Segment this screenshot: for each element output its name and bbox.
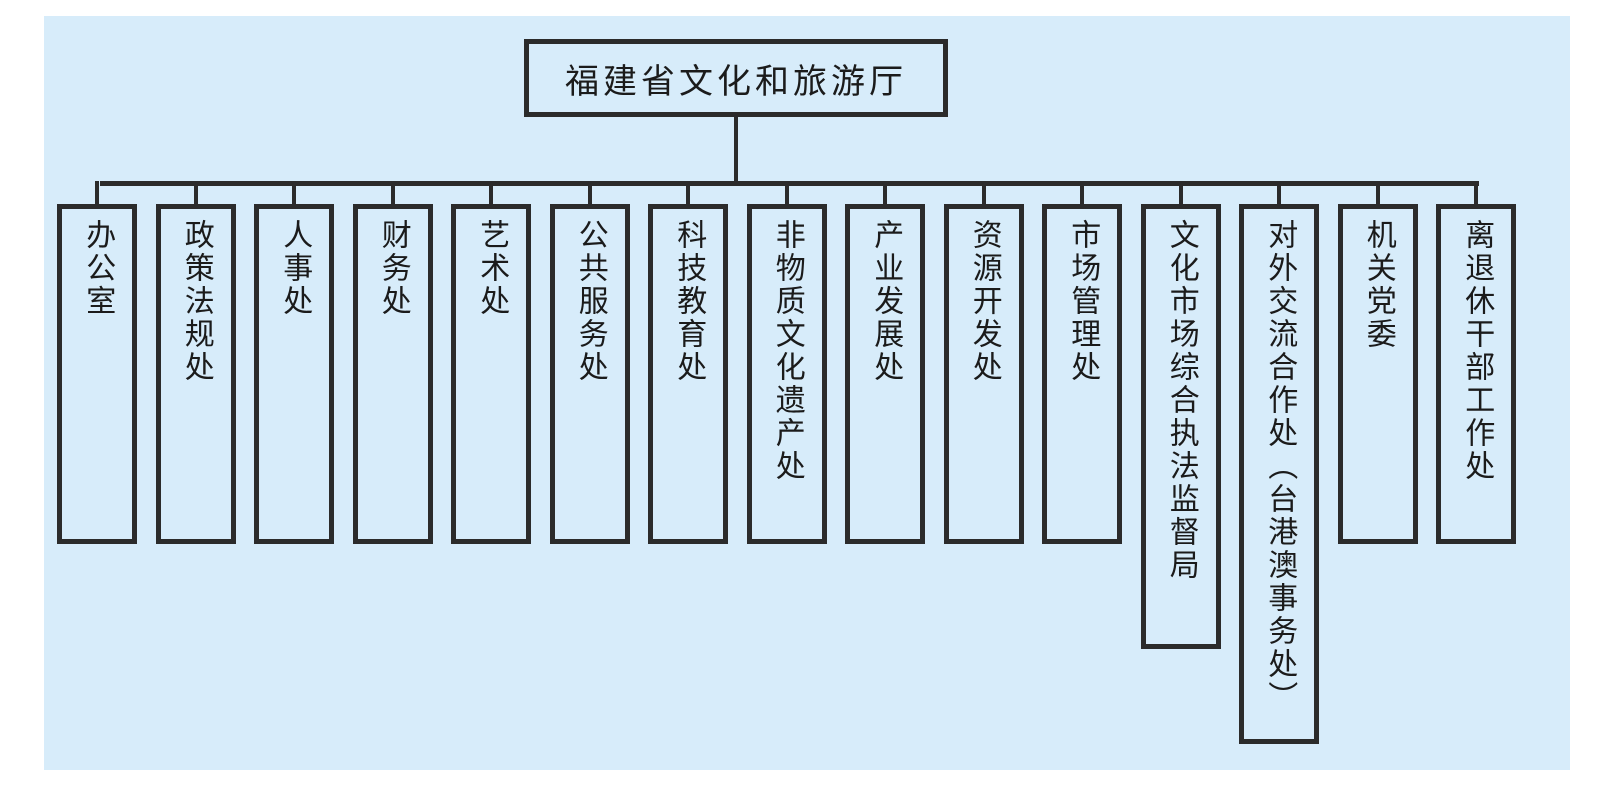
- child-node-6[interactable]: 公共服务处: [549, 204, 630, 544]
- drop-connector: [1375, 181, 1380, 206]
- child-node-label: 市场管理处: [1065, 219, 1101, 384]
- child-node-3[interactable]: 人事处: [254, 204, 334, 544]
- child-node-label: 政策法规处: [178, 219, 214, 384]
- root-node-department[interactable]: 福建省文化和旅游厅: [524, 39, 948, 117]
- drop-connector: [1277, 181, 1281, 206]
- child-node-label: 对外交流合作处（台港澳事务处）: [1262, 219, 1298, 714]
- drop-connector: [95, 181, 99, 206]
- drop-connector: [1178, 181, 1183, 206]
- child-node-label: 艺术处: [474, 219, 510, 318]
- drop-connector: [587, 181, 592, 206]
- child-node-13[interactable]: 对外交流合作处（台港澳事务处）: [1239, 204, 1319, 744]
- child-node-10[interactable]: 资源开发处: [943, 204, 1024, 544]
- child-node-label: 科技教育处: [671, 219, 707, 384]
- child-node-11[interactable]: 市场管理处: [1042, 204, 1122, 544]
- child-node-8[interactable]: 非物质文化遗产处: [746, 204, 827, 544]
- child-node-label: 财务处: [375, 219, 411, 318]
- drop-connector: [1474, 181, 1478, 206]
- child-node-9[interactable]: 产业发展处: [845, 204, 925, 544]
- drop-connector: [193, 181, 198, 206]
- drop-connector: [292, 181, 296, 206]
- org-chart-canvas: 福建省文化和旅游厅 办公室 政策法规处 人事处 财务处 艺术处 公共服务处 科技教育处 非物质…: [44, 16, 1570, 770]
- child-node-12[interactable]: 文化市场综合执法监督局: [1140, 204, 1221, 649]
- child-node-5[interactable]: 艺术处: [451, 204, 531, 544]
- child-node-label: 办公室: [80, 219, 116, 318]
- drop-connector: [784, 181, 789, 206]
- child-node-7[interactable]: 科技教育处: [648, 204, 728, 544]
- child-node-label: 机关党委: [1360, 219, 1396, 351]
- horizontal-bus-connector: [100, 181, 1479, 186]
- drop-connector: [390, 181, 395, 206]
- child-node-label: 离退休干部工作处: [1459, 219, 1495, 483]
- drop-connector: [1080, 181, 1084, 206]
- child-node-4[interactable]: 财务处: [352, 204, 433, 544]
- child-node-label: 产业发展处: [868, 219, 904, 384]
- child-node-15[interactable]: 离退休干部工作处: [1436, 204, 1516, 544]
- child-node-2[interactable]: 政策法规处: [155, 204, 236, 544]
- drop-connector: [883, 181, 887, 206]
- root-stem-connector: [734, 117, 738, 183]
- child-node-label: 文化市场综合执法监督局: [1163, 219, 1199, 582]
- child-node-label: 人事处: [277, 219, 313, 318]
- drop-connector: [686, 181, 690, 206]
- child-node-label: 非物质文化遗产处: [769, 219, 805, 483]
- child-node-1[interactable]: 办公室: [57, 204, 137, 544]
- root-node-label: 福建省文化和旅游厅: [565, 61, 907, 102]
- child-node-label: 资源开发处: [966, 219, 1002, 384]
- drop-connector: [981, 181, 986, 206]
- child-node-label: 公共服务处: [572, 219, 608, 384]
- child-node-14[interactable]: 机关党委: [1337, 204, 1418, 544]
- drop-connector: [489, 181, 493, 206]
